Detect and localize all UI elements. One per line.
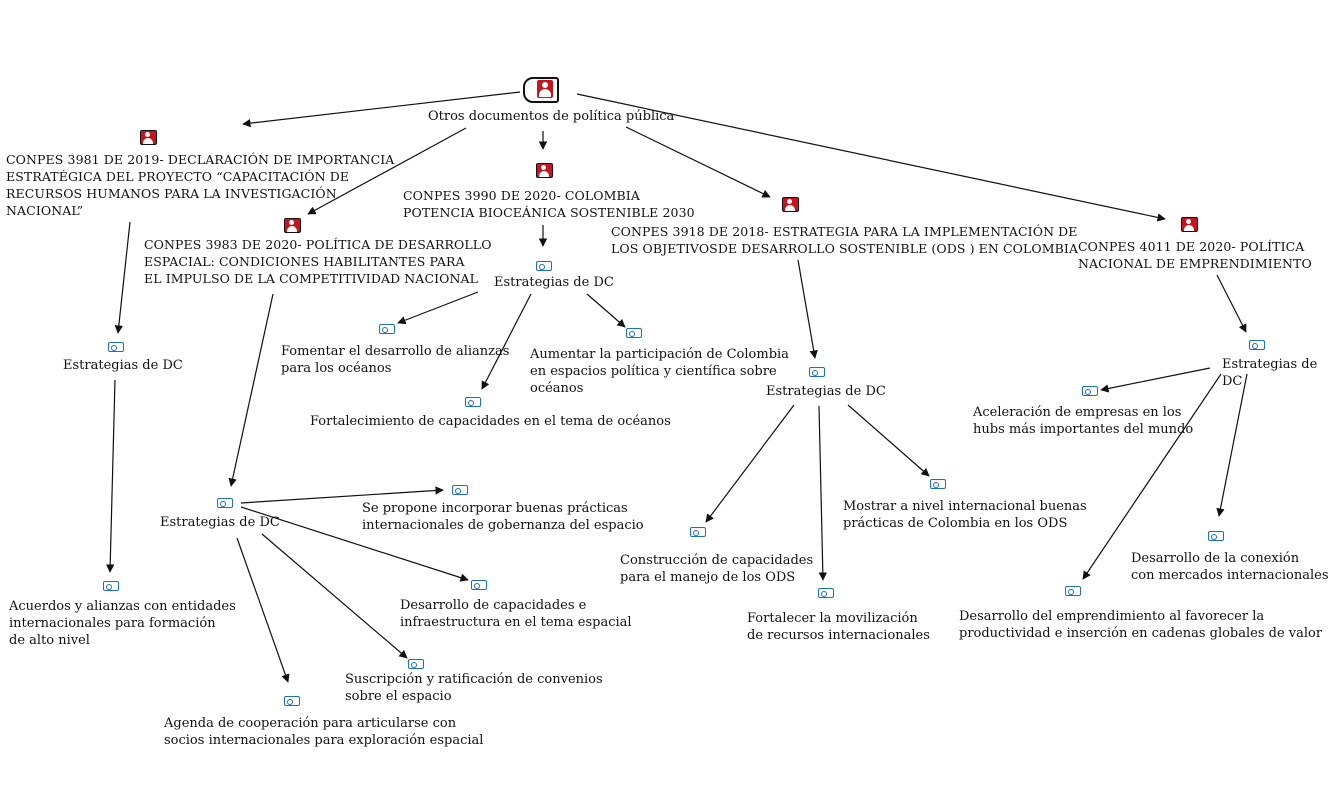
edge-estr5-emprendimiento [1082, 373, 1222, 580]
strategies-2-label[interactable]: Estrategias de DC [160, 515, 280, 530]
emprendimiento-label[interactable]: Desarrollo del emprendimiento al favorec… [959, 609, 1323, 641]
edge-estr4-mostrar [847, 404, 930, 477]
edge-estr3-participacion [586, 293, 626, 328]
strategies-2-icon[interactable] [217, 498, 233, 508]
strategies-1-icon[interactable] [108, 342, 124, 352]
participacion-label[interactable]: Aumentar la participación de Colombia en… [530, 347, 789, 396]
construccion-icon[interactable] [690, 527, 706, 537]
edge-root-c3981 [242, 91, 521, 128]
strategies-5-label[interactable]: Estrategias de DC [1222, 357, 1318, 389]
edge-c4011-estr [1216, 274, 1247, 333]
emprendimiento-icon[interactable] [1065, 586, 1081, 596]
conexion-label[interactable]: Desarrollo de la conexión con mercados i… [1131, 551, 1329, 583]
fortalecimiento-icon[interactable] [465, 397, 481, 407]
conpes-4011-label[interactable]: CONPES 4011 DE 2020- POLÍTICA NACIONAL D… [1078, 239, 1312, 271]
mostrar-label[interactable]: Mostrar a nivel internacional buenas prá… [843, 499, 1087, 531]
conpes-3981-icon[interactable] [140, 130, 157, 145]
agenda-label[interactable]: Agenda de cooperación para articularse c… [164, 716, 484, 748]
edge-estr4-movilizacion [818, 405, 828, 581]
alianzas-oceanos-label[interactable]: Fomentar el desarrollo de alianzas para … [281, 344, 510, 376]
convenios-icon[interactable] [408, 659, 424, 669]
fortalecimiento-label[interactable]: Fortalecimiento de capacidades en el tem… [310, 414, 671, 429]
edge-root-c4011 [576, 93, 1166, 222]
edge-root-c3918 [625, 126, 771, 198]
acuerdos-label[interactable]: Acuerdos y alianzas con entidades intern… [9, 599, 236, 648]
root-people-icon[interactable] [523, 77, 559, 103]
construccion-label[interactable]: Construcción de capacidades para el mane… [620, 553, 814, 585]
infraestructura-label[interactable]: Desarrollo de capacidades e infraestruct… [400, 598, 632, 630]
edge-estr4-construccion [705, 404, 795, 523]
conpes-3918-label[interactable]: CONPES 3918 DE 2018- ESTRATEGIA PARA LA … [611, 224, 1079, 256]
conpes-3990-label[interactable]: CONPES 3990 DE 2020- COLOMBIA POTENCIA B… [403, 188, 695, 220]
strategies-4-icon[interactable] [809, 367, 825, 377]
convenios-label[interactable]: Suscripción y ratificación de convenios … [345, 672, 603, 704]
conpes-3990-icon[interactable] [536, 163, 553, 178]
strategies-4-label[interactable]: Estrategias de DC [766, 384, 886, 399]
infraestructura-icon[interactable] [471, 580, 487, 590]
aceleracion-label[interactable]: Aceleración de empresas en los hubs más … [973, 405, 1194, 437]
edge-estr2-infra [240, 506, 469, 582]
edge-estr1-acuerdos [105, 379, 116, 573]
conexion-icon[interactable] [1208, 531, 1224, 541]
edge-estr2-gobernanza [240, 486, 444, 504]
conpes-3983-label[interactable]: CONPES 3983 DE 2020- POLÍTICA DE DESARRO… [144, 237, 492, 286]
alianzas-oceanos-icon[interactable] [379, 324, 395, 334]
edge-c3918-estr [797, 259, 818, 359]
root-label[interactable]: Otros documentos de política pública [428, 109, 675, 124]
acuerdos-icon[interactable] [103, 581, 119, 591]
conpes-4011-icon[interactable] [1181, 217, 1198, 232]
edge-c3983-estr [228, 293, 274, 487]
strategies-5-icon[interactable] [1249, 340, 1265, 350]
participacion-icon[interactable] [626, 328, 642, 338]
agenda-icon[interactable] [284, 696, 300, 706]
gobernanza-label[interactable]: Se propone incorporar buenas prácticas i… [362, 501, 644, 533]
edge-estr3-alianzas [397, 291, 479, 325]
movilizacion-label[interactable]: Fortalecer la movilización de recursos i… [747, 611, 930, 643]
edge-estr3-fortalecimiento [481, 293, 532, 390]
strategies-3-icon[interactable] [536, 261, 552, 271]
edge-estr2-convenios [261, 533, 408, 659]
gobernanza-icon[interactable] [452, 485, 468, 495]
conpes-3983-icon[interactable] [284, 218, 301, 233]
edge-estr5-conexion [1216, 373, 1248, 517]
strategies-1-label[interactable]: Estrategias de DC [63, 358, 183, 373]
aceleracion-icon[interactable] [1082, 386, 1098, 396]
mostrar-icon[interactable] [930, 479, 946, 489]
edge-c3981-estr [114, 221, 131, 334]
movilizacion-icon[interactable] [818, 588, 834, 598]
edge-root-c3983 [307, 127, 467, 215]
edge-estr5-aceleracion [1100, 367, 1211, 393]
conpes-3918-icon[interactable] [782, 197, 799, 212]
edge-estr2-agenda [236, 537, 290, 683]
conpes-3981-label[interactable]: CONPES 3981 DE 2019- DECLARACIÓN DE IMPO… [6, 152, 395, 218]
strategies-3-label[interactable]: Estrategias de DC [494, 275, 614, 290]
